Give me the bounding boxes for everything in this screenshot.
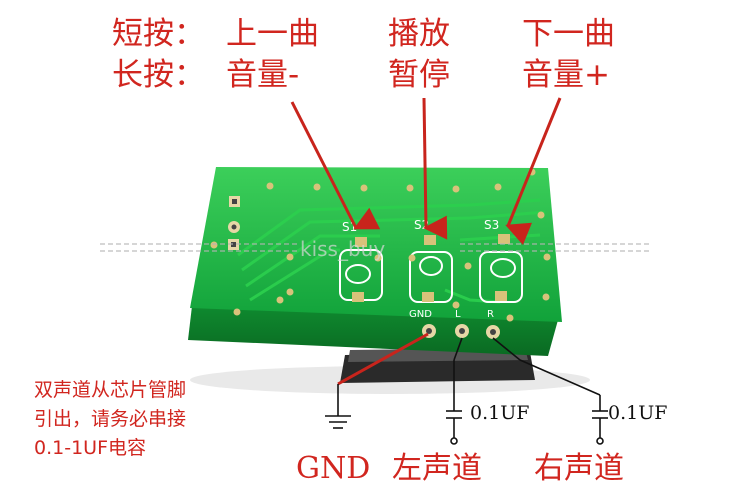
s3-long-function: 音量+ <box>522 57 610 93</box>
left-capacitor-value: 0.1UF <box>470 402 530 424</box>
short-press-label: 短按： <box>112 16 205 52</box>
watermark-text: kiss_buy <box>300 237 385 261</box>
board-edge <box>188 306 558 356</box>
bottom-left-channel-label: 左声道 <box>392 451 482 486</box>
note-line-1: 双声道从芯片管脚 <box>34 379 187 401</box>
pointer-arrows <box>290 97 562 386</box>
bottom-gnd-label: GND <box>296 451 371 486</box>
long-press-label: 长按： <box>112 57 205 93</box>
silkscreen-gnd: GND <box>409 309 432 320</box>
note-line-3: 0.1-1UF电容 <box>34 437 146 459</box>
silkscreen-l: L <box>455 309 461 320</box>
s2-short-function: 播放 <box>388 16 450 52</box>
right-capacitor-value: 0.1UF <box>608 402 668 424</box>
bottom-right-channel-label: 右声道 <box>534 451 624 486</box>
switch-s2 <box>408 235 453 303</box>
s2-long-function: 暂停 <box>388 57 450 93</box>
s1-short-function: 上一曲 <box>226 16 319 52</box>
silkscreen-s3: S3 <box>484 218 499 232</box>
s3-short-function: 下一曲 <box>522 16 615 52</box>
s1-long-function: 音量- <box>226 57 300 93</box>
silkscreen-r: R <box>487 309 494 320</box>
note-line-2: 引出，请务必串接 <box>34 408 187 430</box>
watermark-band <box>100 243 650 252</box>
switch-s1 <box>339 237 383 302</box>
output-wiring <box>325 337 608 445</box>
